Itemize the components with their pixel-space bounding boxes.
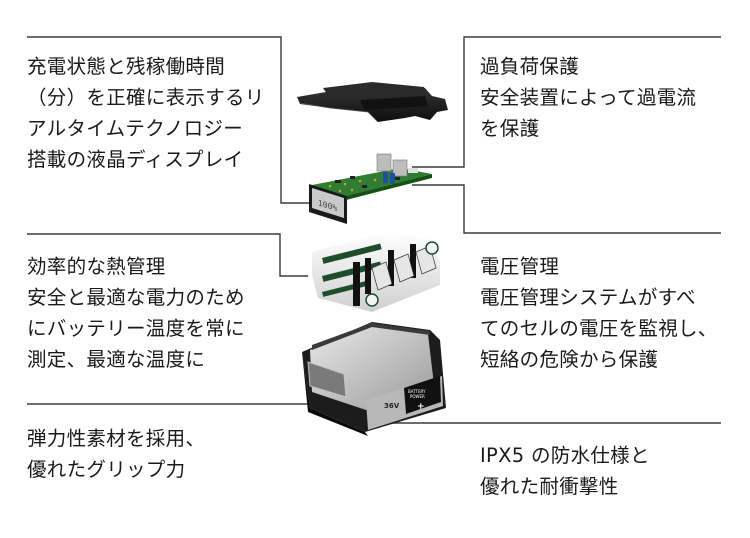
callout-line: 安全と最適な電力のため: [27, 286, 245, 309]
callout-line: てのセルの電圧を監視し、: [480, 317, 718, 340]
callout-line: 安全装置によって過電流: [480, 86, 697, 109]
callout-line: を保護: [480, 117, 540, 140]
callout-overload-protection: 過負荷保護 安全装置によって過電流 を保護: [480, 51, 696, 144]
callout-line: IPX5 の防水仕様と: [480, 444, 650, 467]
callout-lcd-display: 充電状態と残稼働時間 （分）を正確に表示するリ アルタイムテクノロジー 搭載の液…: [27, 51, 265, 175]
svg-text:BATTERY: BATTERY: [408, 389, 426, 394]
overload-callout-line: [412, 36, 721, 168]
svg-text:+: +: [417, 402, 425, 412]
callout-line: 搭載の液晶ディスプレイ: [27, 148, 244, 171]
thermal-callout-line: [27, 233, 308, 277]
svg-text:36V: 36V: [384, 402, 400, 410]
callout-title: 過負荷保護: [480, 55, 580, 78]
callout-line: （分）を正確に表示するリ: [27, 86, 265, 109]
callout-line: 弾力性素材を採用、: [27, 427, 206, 450]
svg-text:POWER: POWER: [410, 394, 425, 399]
battery-housing: 36V BATTERY POWER +: [302, 322, 446, 436]
callout-line: 短絡の危険から保護: [480, 348, 659, 371]
callout-line: 優れたグリップ力: [27, 458, 186, 481]
callout-thermal-management: 効率的な熱管理 安全と最適な電力のため にバッテリー温度を常に 測定、最適な温度…: [27, 251, 245, 375]
callout-line: 優れた耐衝撃性: [480, 475, 619, 498]
callout-line: にバッテリー温度を常に: [27, 317, 245, 340]
battery-cell-pack: [312, 232, 440, 312]
callout-line: 充電状態と残稼働時間: [27, 55, 226, 78]
callout-waterproof: IPX5 の防水仕様と 優れた耐衝撃性: [480, 440, 650, 502]
voltage-callout-line: [412, 184, 721, 234]
callout-title: 効率的な熱管理: [27, 255, 166, 278]
circuit-board: 100%: [309, 153, 432, 224]
lcd-display: 100%: [309, 184, 347, 224]
top-cover: [297, 82, 448, 123]
callout-voltage-management: 電圧管理 電圧管理システムがすべ てのセルの電圧を監視し、 短絡の危険から保護: [480, 251, 718, 375]
callout-grip: 弾力性素材を採用、 優れたグリップ力: [27, 423, 205, 485]
lcd-callout-line: [27, 36, 310, 204]
callout-line: 電圧管理システムがすべ: [480, 286, 696, 309]
callout-line: 測定、最適な温度に: [27, 348, 206, 371]
callout-line: アルタイムテクノロジー: [27, 117, 244, 140]
callout-title: 電圧管理: [480, 255, 560, 278]
